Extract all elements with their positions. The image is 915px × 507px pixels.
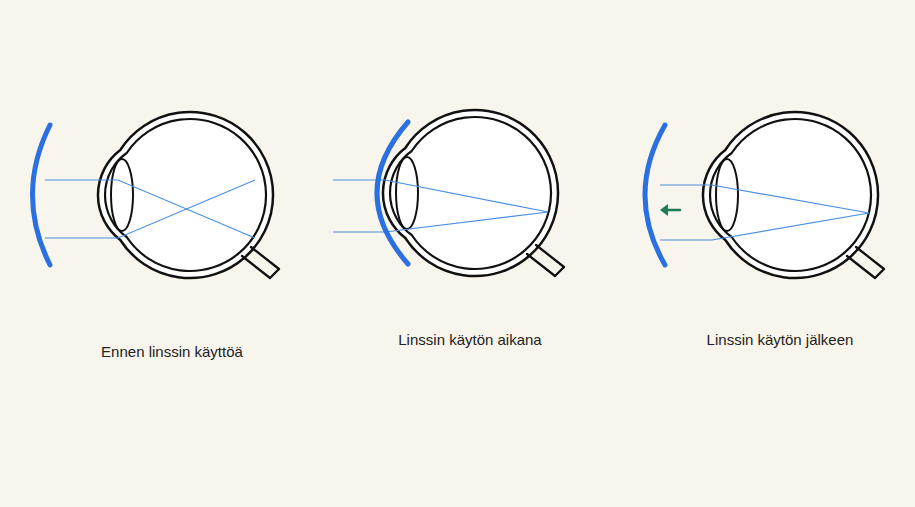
contact-lens [645,125,665,265]
caption-label: Ennen linssin käyttöä [101,343,243,361]
caption-label: Linssin käytön jälkeen [707,331,854,349]
contact-lens [377,122,408,264]
light-ray [660,213,869,240]
eyeball [98,112,279,278]
light-ray [333,212,548,232]
contact-lens [33,125,51,265]
caption-label: Linssin käytön aikana [398,331,541,349]
light-ray [333,180,548,212]
eyeball [703,112,884,278]
contact-lenses [33,122,666,265]
removal-arrow [660,204,680,216]
eyeball [383,110,564,276]
light-rays [45,180,869,240]
light-ray [660,185,869,213]
light-ray [45,180,255,238]
light-ray [45,180,255,238]
